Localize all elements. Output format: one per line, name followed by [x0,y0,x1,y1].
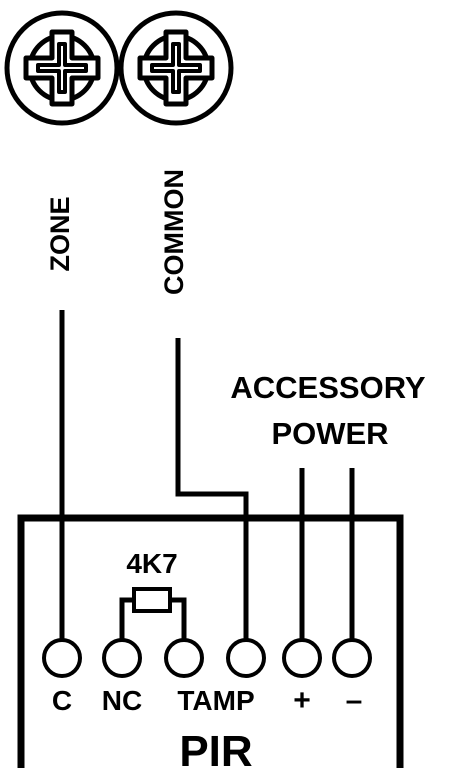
terminal-block [42,638,372,678]
common-wire-label: COMMON [159,169,189,295]
terminal-minus [332,638,372,678]
terminal-tamp-2 [226,638,266,678]
terminal-c [42,638,82,678]
terminal-nc [102,638,142,678]
wires [59,310,355,640]
terminal-plus-label: + [293,684,311,717]
terminal-tamp-1 [164,638,204,678]
common-wire [175,338,249,640]
screw-terminal-zone [4,10,120,126]
screw-terminal-common [118,10,234,126]
accessory-power-label-line2: POWER [271,416,388,451]
terminal-nc-label: NC [102,685,142,716]
resistor-value-label: 4K7 [126,548,177,579]
terminal-c-label: C [52,685,72,716]
accessory-power-label-line1: ACCESSORY [230,370,426,405]
pir-housing [17,514,404,768]
terminal-plus [282,638,322,678]
terminal-minus-label: – [346,684,363,717]
terminal-tamp-label: TAMP [177,685,254,716]
pir-title: PIR [179,727,252,768]
zone-wire-label: ZONE [45,196,75,271]
resistor-4k7 [119,587,187,640]
